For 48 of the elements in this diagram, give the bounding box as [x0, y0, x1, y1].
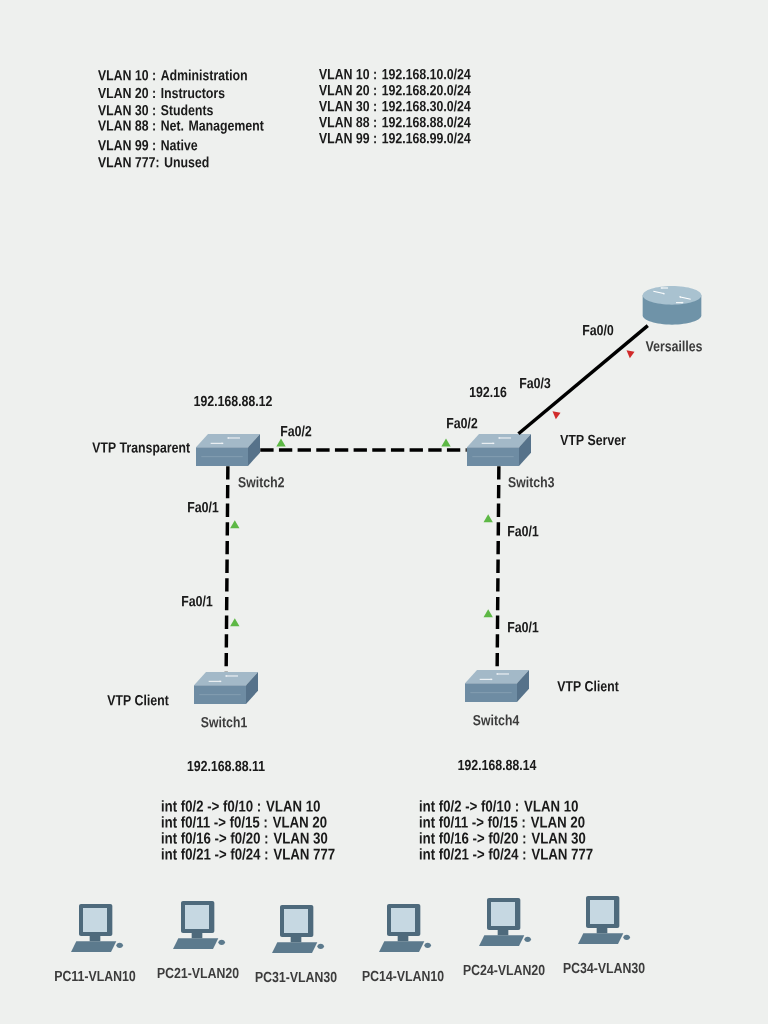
vlan-subnet: VLAN 30 : 192.168.30.0/24 — [319, 100, 471, 112]
role-label: VTP Client — [107, 694, 169, 706]
vlan-name: VLAN 20 : Instructors — [98, 87, 225, 99]
cable-line — [260, 448, 467, 452]
port-label: Fa0/0 — [583, 324, 614, 336]
ip-address: 192.168.88.14 — [458, 759, 537, 771]
role-label: VTP Transparent — [92, 442, 190, 456]
device-label: PC34-VLAN30 — [563, 962, 645, 974]
device-label: PC21-VLAN20 — [157, 967, 239, 979]
port-label: Fa0/2 — [447, 417, 478, 429]
vlan-name: VLAN 88 : Net. Management — [98, 120, 264, 134]
ip-address: 192.168.88.11 — [187, 760, 265, 772]
port-assignment: int f0/16 -> f0/20 : VLAN 30 — [419, 832, 586, 844]
device-label: Switch1 — [201, 716, 247, 728]
port-assignment: int f0/2 -> f0/10 : VLAN 10 — [161, 800, 320, 812]
device-label: Switch2 — [238, 476, 284, 488]
port-label: Fa0/1 — [188, 501, 219, 513]
cable-line — [517, 324, 649, 436]
device-label: PC24-VLAN20 — [463, 964, 545, 976]
ip-address: 192.168.88.12 — [194, 395, 272, 407]
port-assignment: int f0/16 -> f0/20 : VLAN 30 — [161, 832, 328, 844]
port-assignment: int f0/11 -> f0/15 : VLAN 20 — [161, 816, 327, 828]
vlan-name: VLAN 10 : Administration — [98, 69, 247, 81]
role-label: VTP Server — [560, 434, 626, 446]
device-label: PC14-VLAN10 — [362, 970, 444, 982]
vlan-name: VLAN 30 : Students — [98, 104, 213, 116]
device-label: Switch4 — [473, 714, 520, 726]
role-label: VTP Client — [557, 680, 619, 692]
port-assignment: int f0/21 -> f0/24 : VLAN 777 — [161, 848, 335, 860]
vlan-name: VLAN 99 : Native — [98, 139, 198, 151]
device-label: Versailles — [645, 340, 702, 352]
vlan-name: VLAN 777: Unused — [98, 156, 209, 168]
vlan-subnet: VLAN 20 : 192.168.20.0/24 — [319, 84, 471, 96]
port-label: Fa0/1 — [182, 595, 213, 607]
ip-address: 192.16 — [469, 386, 507, 398]
port-label: Fa0/3 — [520, 377, 551, 389]
port-label: Fa0/2 — [281, 425, 312, 437]
device-label: Switch3 — [508, 476, 555, 488]
vlan-subnet: VLAN 88 : 192.168.88.0/24 — [319, 116, 471, 128]
port-assignment: int f0/21 -> f0/24 : VLAN 777 — [419, 848, 593, 860]
device-label: PC11-VLAN10 — [55, 970, 136, 982]
vlan-subnet: VLAN 10 : 192.168.10.0/24 — [319, 68, 471, 80]
port-assignment: int f0/11 -> f0/15 : VLAN 20 — [419, 816, 585, 828]
port-assignment: int f0/2 -> f0/10 : VLAN 10 — [419, 800, 578, 812]
vlan-subnet: VLAN 99 : 192.168.99.0/24 — [319, 132, 471, 144]
port-label: Fa0/1 — [508, 525, 539, 537]
device-label: PC31-VLAN30 — [255, 971, 337, 983]
port-label: Fa0/1 — [508, 621, 539, 633]
